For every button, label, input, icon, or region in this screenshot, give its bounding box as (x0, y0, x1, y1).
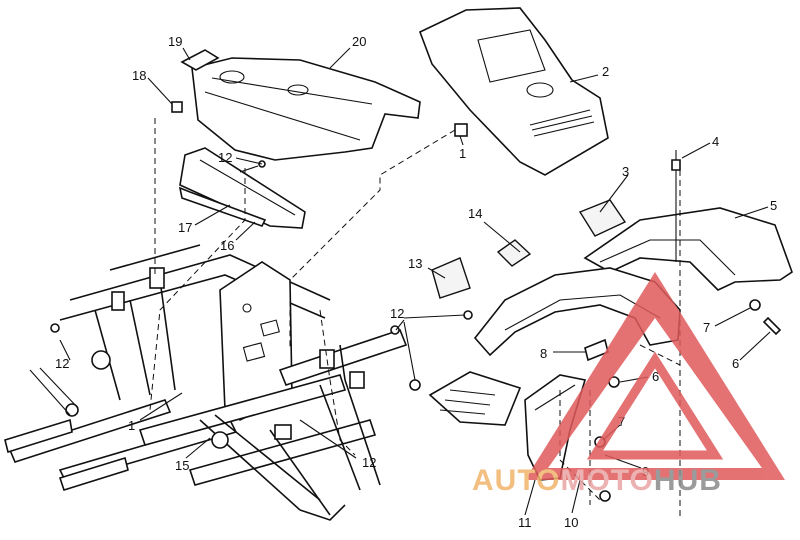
frame-assembly (4, 244, 408, 521)
callout-8: 8 (540, 346, 547, 361)
callout-14: 14 (468, 206, 482, 221)
seat-cover-assembly (418, 7, 609, 176)
callout-12-left: 12 (55, 356, 69, 371)
callout-11: 11 (518, 515, 532, 530)
callout-20: 20 (352, 34, 366, 49)
automotohub-watermark: AUTOMOTOHUB (472, 272, 785, 497)
callout-1-upper: 1 (459, 146, 466, 161)
callout-7-lower: 7 (618, 414, 625, 429)
front-panel-assembly (171, 49, 421, 229)
callout-5: 5 (770, 198, 777, 213)
callout-3: 3 (622, 164, 629, 179)
callout-10: 10 (564, 515, 578, 530)
callout-17: 17 (178, 220, 192, 235)
watermark-moto: MOTO (560, 464, 653, 497)
watermark-inner-triangle (586, 351, 724, 460)
rear-fender-assembly (578, 150, 793, 291)
callout-7-upper: 7 (703, 320, 710, 335)
watermark-triangle-logo (525, 272, 785, 480)
callout-12-mid: 12 (390, 306, 404, 321)
callout-2: 2 (602, 64, 609, 79)
watermark-hub: HUB (654, 464, 722, 497)
callout-18: 18 (132, 68, 146, 83)
callout-labels: 19 20 18 12 17 16 1 2 4 3 5 14 13 12 7 6… (55, 34, 777, 530)
watermark-auto: AUTO (472, 464, 560, 497)
callout-12-lower: 12 (362, 455, 376, 470)
callout-4: 4 (712, 134, 719, 149)
front-fender-assembly (50, 239, 782, 502)
callout-12-upper: 12 (218, 150, 232, 165)
callout-6-right: 6 (732, 356, 739, 371)
assembly-guide-lines (149, 118, 681, 520)
callout-16: 16 (220, 238, 234, 253)
callout-15: 15 (175, 458, 189, 473)
callout-13: 13 (408, 256, 422, 271)
svg-text:AUTOMOTOHUB: AUTOMOTOHUB (472, 464, 722, 497)
callout-1-lower: 1 (128, 418, 135, 433)
callout-19: 19 (168, 34, 182, 49)
callout-6-mid: 6 (652, 369, 659, 384)
